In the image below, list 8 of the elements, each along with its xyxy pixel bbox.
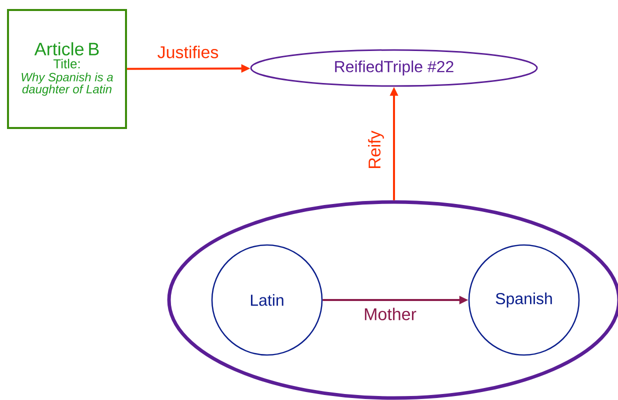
edge-label: Justifies (156, 44, 220, 60)
ellipse-node: ReifiedTriple #22 (250, 49, 538, 87)
circle-node: Spanish (468, 244, 580, 356)
edge-label: Reify (367, 130, 385, 170)
article-box: Article B Title: Why Spanish is a daughter of Latin (7, 9, 127, 129)
circle-node: Latin (211, 244, 323, 356)
ellipse-group (167, 200, 618, 400)
edge-label: Mother (362, 306, 418, 322)
